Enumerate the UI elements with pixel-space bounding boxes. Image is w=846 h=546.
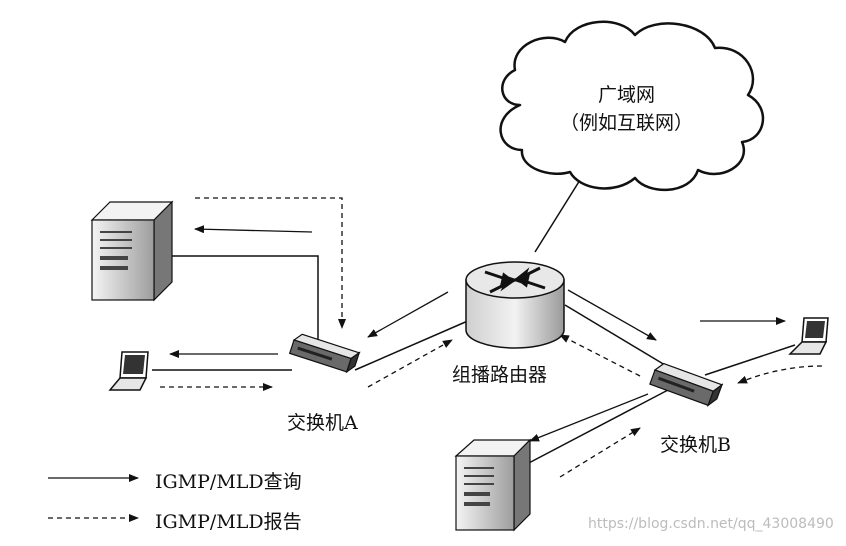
link-router-cloud [534,171,586,253]
cloud-subtitle: （例如互联网） [560,112,694,134]
link-switch-b-server [524,389,669,466]
report-arrows [160,197,823,478]
legend-report-label: IGMP/MLD报告 [155,511,302,533]
router-icon [465,261,565,349]
query-arrow-router-to-switch-a [367,291,449,338]
legend-lines [48,474,139,522]
cloud-title: 广域网 [598,84,656,106]
link-switch-a-server [172,255,319,350]
query-arrow-to-server-b [529,393,649,442]
query-arrows [169,225,786,442]
server-icon [454,438,532,532]
laptop-icon [788,317,829,355]
report-arrow-switch-a-to-router [367,339,453,388]
switch-icon [649,362,724,407]
report-arrow-server-a [195,197,346,329]
link-router-switch-a [354,319,471,371]
query-arrow-to-server-a [194,225,313,234]
router-label: 组播路由器 [452,364,548,386]
switch-b-label: 交换机B [660,434,731,456]
cloud-icon [499,20,765,191]
legend-query-label: IGMP/MLD查询 [155,471,302,493]
server-icon [90,200,174,302]
watermark: https://blog.csdn.net/qq_43008490 [588,516,834,532]
query-arrow-router-to-switch-b [567,289,657,341]
link-switch-b-laptop [704,344,796,376]
switch-a-label: 交换机A [287,412,358,434]
laptop-icon [108,351,149,391]
switch-icon [288,333,361,374]
report-arrow-laptop-b [737,365,823,384]
report-arrow-switch-b-to-router [559,334,641,377]
connection-lines [152,171,796,466]
link-router-switch-b [564,304,666,366]
report-arrow-server-b [559,427,641,478]
